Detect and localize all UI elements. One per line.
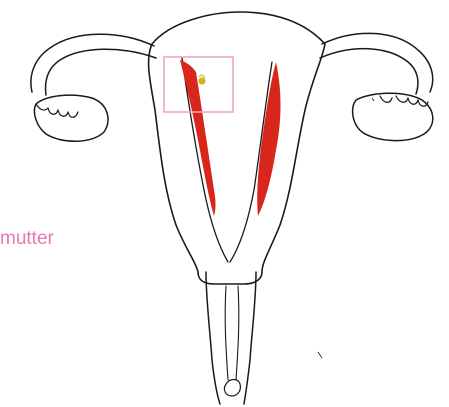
left-ovary — [34, 95, 108, 141]
right-fimbriae — [380, 96, 428, 106]
left-fallopian-tube-upper — [31, 34, 154, 92]
sketch-mark — [372, 98, 374, 101]
cervix-outline — [206, 272, 220, 404]
right-fallopian-tube-lower — [320, 49, 418, 94]
uterus-label: mutter — [0, 228, 54, 250]
sketch-mark — [318, 352, 322, 358]
uterus-outer-outline — [149, 12, 325, 284]
left-fallopian-tube-lower — [46, 49, 156, 95]
right-fallopian-tube-upper — [322, 33, 433, 92]
embryo-dot — [198, 77, 205, 84]
cervix-outline-right — [244, 272, 256, 404]
external-os — [224, 380, 240, 397]
cervical-canal — [225, 286, 239, 380]
left-fimbriae — [36, 104, 78, 117]
right-ovary — [353, 93, 433, 140]
